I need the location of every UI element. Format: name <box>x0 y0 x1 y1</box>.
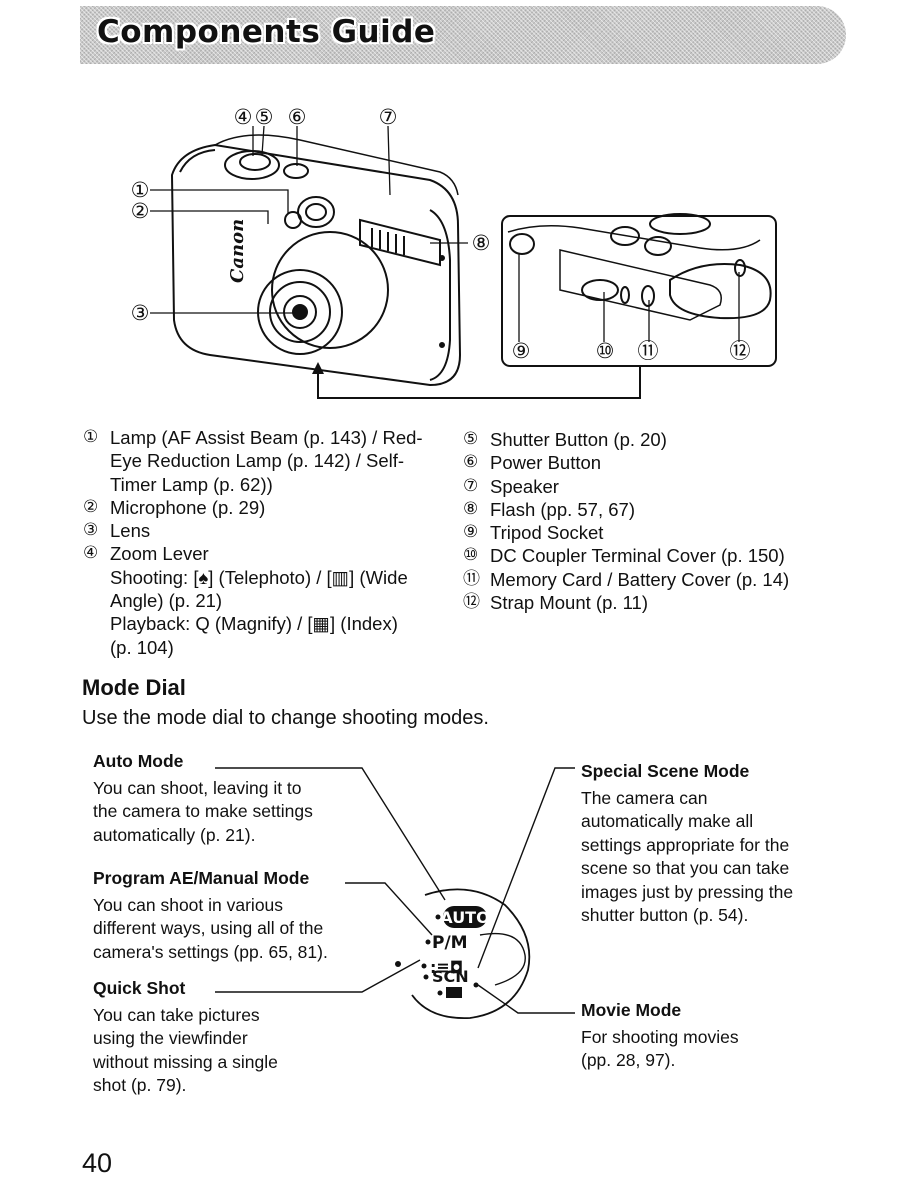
callout-7: ⑦ <box>379 105 398 129</box>
mode-dial-graphic: AUTO P/M :≡◘ SCN <box>215 767 575 1020</box>
dial-quick-shot-icon: :≡◘ <box>430 958 463 977</box>
quick-shot-block: Quick Shot You can take pictures using t… <box>93 978 278 1095</box>
section-heading: Mode Dial <box>82 675 186 700</box>
components-list-left: ① Lamp (AF Assist Beam (p. 143) / Red- E… <box>83 426 453 659</box>
program-mode-block: Program AE/Manual Mode You can shoot in … <box>93 868 328 962</box>
callout-9: ⑨ <box>512 339 531 363</box>
list-item: ④ Zoom Lever Shooting: [♠] (Telephoto) /… <box>83 543 408 658</box>
page-number: 40 <box>82 1148 113 1178</box>
dial-auto-label: AUTO <box>440 908 489 927</box>
callout-3: ③ <box>131 301 150 325</box>
special-scene-block: Special Scene Mode The camera can automa… <box>581 761 794 925</box>
power-button <box>283 163 309 179</box>
callout-12: ⑫ <box>730 339 751 363</box>
list-item: ② Microphone (p. 29) <box>83 496 266 518</box>
callout-11: ⑪ <box>638 339 659 363</box>
camera-brand-logo: Canon <box>227 219 248 283</box>
callout-2: ② <box>131 199 150 223</box>
dial-pm-label: P/M <box>432 933 468 953</box>
camera-body <box>170 143 462 387</box>
callout-6: ⑥ <box>288 105 307 129</box>
list-item: ① Lamp (AF Assist Beam (p. 143) / Red- E… <box>83 427 423 495</box>
list-item: ③ Lens <box>83 520 151 542</box>
section-description: Use the mode dial to change shooting mod… <box>82 707 489 729</box>
header-banner <box>80 6 846 64</box>
camera-illustration: Canon ④ ⑤ ⑥ ⑦ ① ② ③ ⑧ ⑨ ⑩ ⑪ ⑫ <box>131 105 777 399</box>
callout-8: ⑧ <box>472 231 491 255</box>
dial-movie-icon <box>446 987 462 998</box>
shutter-button <box>239 153 271 171</box>
movie-mode-block: Movie Mode For shooting movies (pp. 28, … <box>581 1000 739 1070</box>
auto-mode-block: Auto Mode You can shoot, leaving it to t… <box>93 751 313 845</box>
lens-outer <box>271 231 389 349</box>
flash <box>359 218 441 267</box>
callout-10: ⑩ <box>596 339 615 363</box>
callout-1: ① <box>131 178 150 202</box>
dial-scn-label: SCN <box>432 967 469 986</box>
page-title: Components Guide <box>97 14 436 50</box>
lens <box>257 269 343 355</box>
callout-4: ④ <box>234 105 253 129</box>
zoom-lever <box>224 150 280 180</box>
callout-5: ⑤ <box>255 105 274 129</box>
